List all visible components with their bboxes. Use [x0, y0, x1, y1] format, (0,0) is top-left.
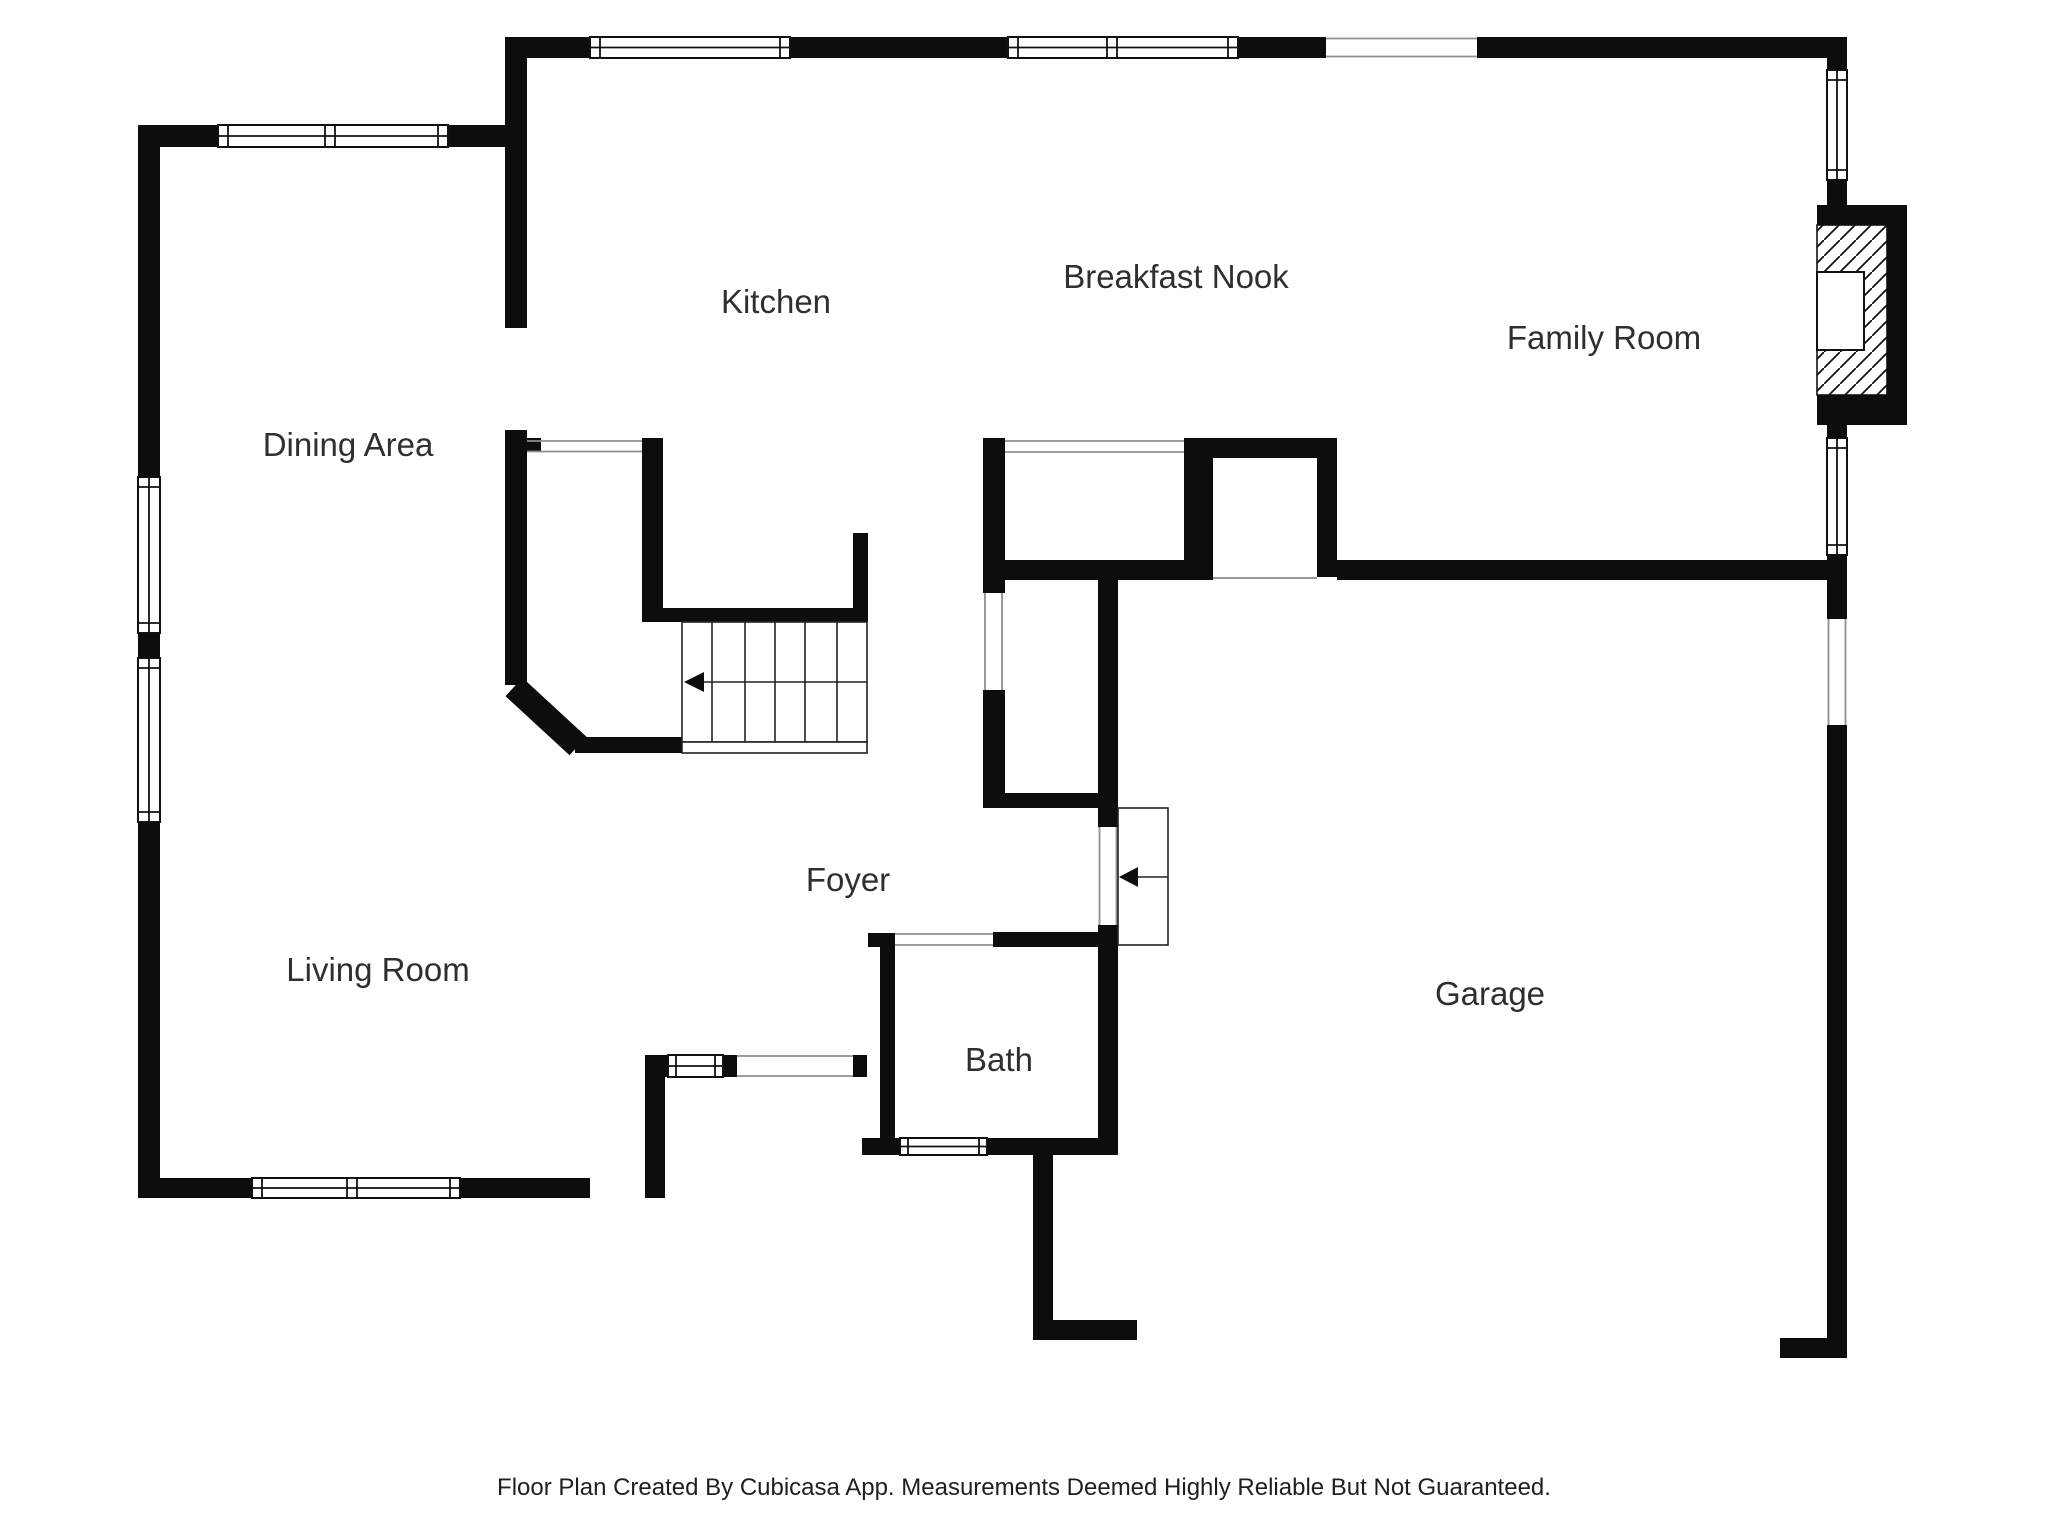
garage-steps: [1117, 807, 1169, 946]
window-living-foyer-wall: [667, 1054, 724, 1078]
window-dining-top-double: [217, 124, 449, 148]
garage-step-arrow-icon: [1119, 867, 1138, 887]
room-label-bath: Bath: [965, 1041, 1033, 1078]
room-label-foyer: Foyer: [806, 861, 890, 898]
fireplace: [1816, 205, 1907, 425]
exterior-and-interior-walls: [138, 37, 1847, 1358]
window-breakfast-nook-top-double: [1007, 36, 1239, 59]
window-bath-bottom: [899, 1137, 988, 1156]
opening-garage-entry-door: [1098, 827, 1118, 925]
opening-living-foyer: [737, 1055, 853, 1077]
opening-nook-closet: [1005, 440, 1184, 453]
opening-family-garage-right-wall: [1827, 619, 1847, 725]
window-living-left: [137, 657, 161, 823]
stair-direction-arrow-icon: [684, 672, 704, 692]
room-label-living-room: Living Room: [286, 951, 469, 988]
opening-pantry-passage: [527, 440, 642, 453]
room-label-family-room: Family Room: [1507, 319, 1701, 356]
window-family-room-right-lower: [1826, 437, 1848, 556]
window-family-room-right-upper: [1826, 69, 1848, 181]
opening-sliding-door-top: [1326, 37, 1477, 58]
window-living-bottom-double: [251, 1177, 461, 1199]
staircase: [681, 621, 868, 754]
room-label-kitchen: Kitchen: [721, 283, 831, 320]
room-label-breakfast-nook: Breakfast Nook: [1063, 258, 1289, 295]
fireplace-firebox: [1816, 271, 1865, 351]
window-kitchen-top: [589, 36, 791, 59]
footer-disclaimer: Floor Plan Created By Cubicasa App. Meas…: [497, 1474, 1551, 1501]
window-dining-left: [137, 476, 161, 634]
room-label-dining-area: Dining Area: [263, 426, 434, 463]
opening-bath-door: [895, 933, 993, 946]
room-label-garage: Garage: [1435, 975, 1545, 1012]
opening-coat-closet-door: [984, 593, 1003, 690]
